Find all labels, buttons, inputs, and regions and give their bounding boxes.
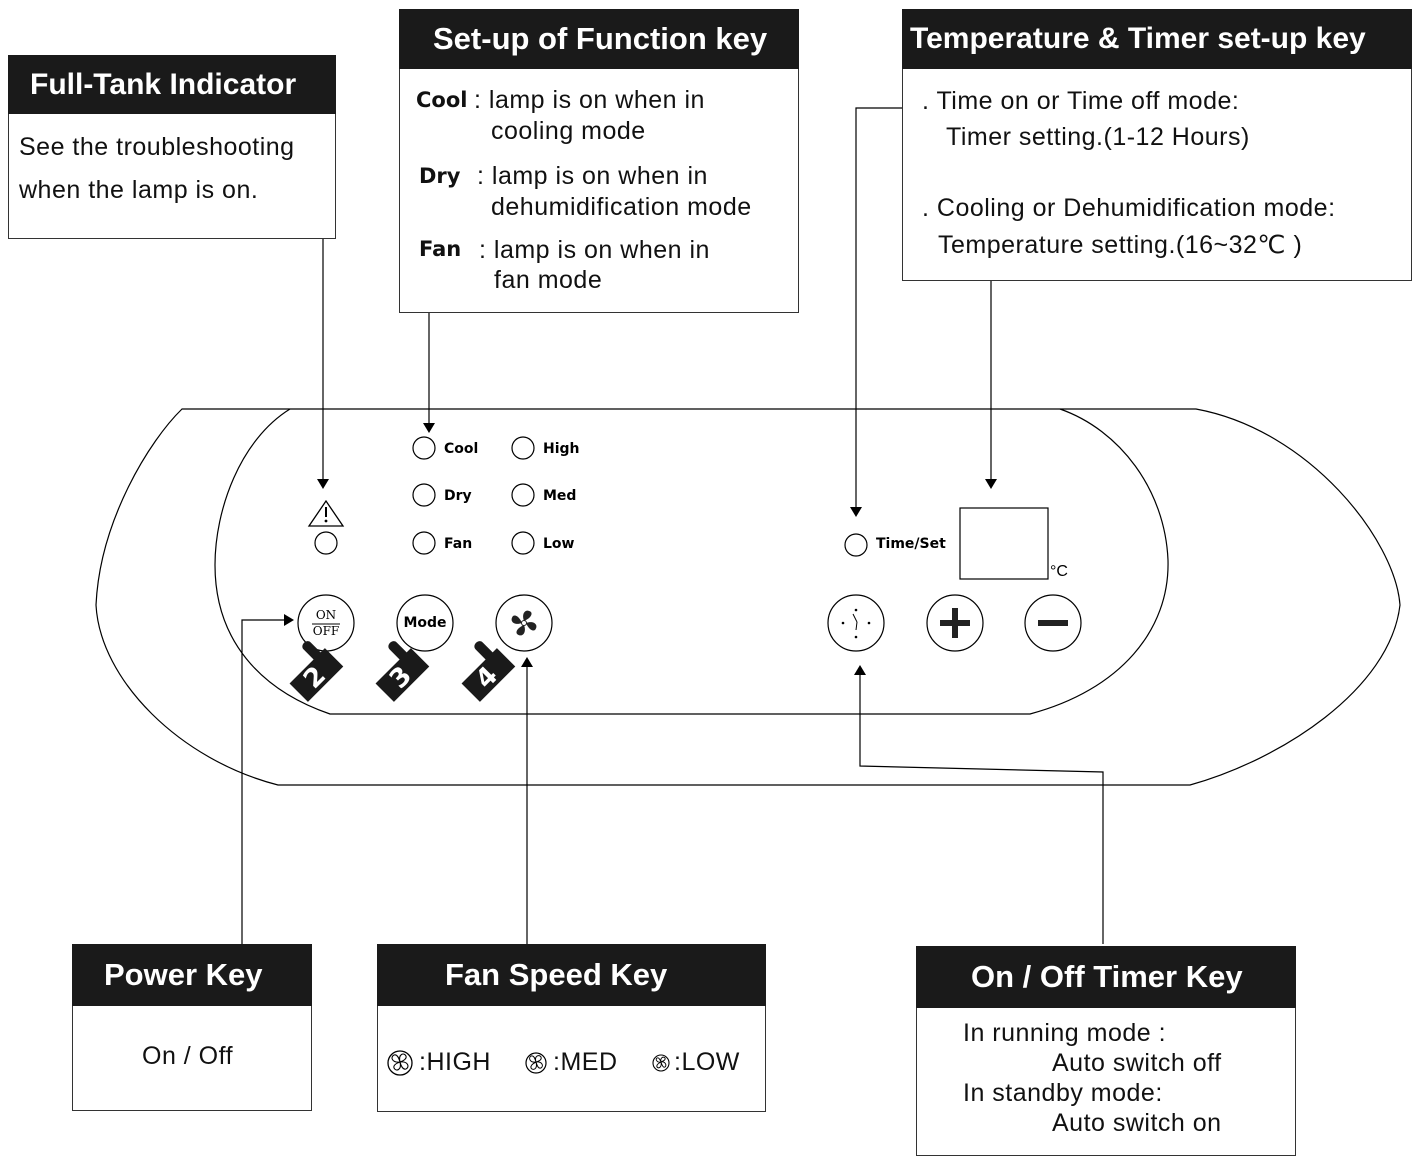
mode-button-label: Mode <box>403 615 446 631</box>
minus-icon <box>1038 620 1068 626</box>
cool-desc-line-1: : lamp is on when in <box>474 86 705 114</box>
temp-timer-line-3: . Cooling or Dehumidification mode: <box>922 194 1336 222</box>
fan-speed-title: Fan Speed Key <box>377 944 766 1006</box>
temperature-display <box>959 507 1049 580</box>
clock-icon <box>841 608 871 639</box>
fan-desc-line-2: fan mode <box>494 266 603 294</box>
dry-desc-line-2: dehumidification mode <box>491 193 752 221</box>
low-lamp <box>511 531 535 555</box>
high-lamp-label: High <box>543 441 580 457</box>
power-key-connector <box>241 614 294 944</box>
timer-key-connector <box>854 665 1104 944</box>
temp-timer-title: Temperature & Timer set-up key <box>902 9 1412 69</box>
full-tank-lamp <box>314 531 338 555</box>
warning-icon <box>307 499 345 527</box>
dry-lamp-label: Dry <box>444 488 472 504</box>
cool-lamp-label: Cool <box>444 441 478 457</box>
temp-timer-connector-a <box>850 107 902 517</box>
fan-med-icon <box>525 1052 547 1074</box>
timer-button-ring <box>827 594 885 652</box>
fan-icon <box>511 610 537 636</box>
temp-timer-line-2: Timer setting.(1-12 Hours) <box>946 123 1250 151</box>
plus-icon <box>940 608 970 638</box>
dry-desc-line-1: : lamp is on when in <box>477 162 708 190</box>
celsius-unit: °C <box>1050 563 1068 580</box>
dry-key-label: Dry <box>419 164 461 188</box>
timer-key-line-4: Auto switch on <box>1052 1109 1222 1137</box>
mode-button-ring <box>396 594 454 652</box>
function-key-title: Set-up of Function key <box>399 9 799 69</box>
full-tank-line-1: See the troubleshooting <box>19 133 295 161</box>
fan-lamp <box>412 531 436 555</box>
fan-desc-line-1: : lamp is on when in <box>479 236 710 264</box>
fan-med-label: :MED <box>553 1048 618 1076</box>
step-badge-4: 4 <box>461 641 516 702</box>
temp-timer-line-4: Temperature setting.(16~32℃ ) <box>938 231 1303 259</box>
on-label: ON <box>316 608 336 622</box>
fan-low-label: :LOW <box>674 1048 740 1076</box>
full-tank-title: Full-Tank Indicator <box>8 55 336 114</box>
power-key-title: Power Key <box>72 944 312 1006</box>
temp-timer-line-1: . Time on or Time off mode: <box>922 87 1240 115</box>
cool-lamp <box>412 436 436 460</box>
panel-inner-outline <box>214 408 1169 715</box>
cool-desc-line-2: cooling mode <box>491 117 646 145</box>
full-tank-line-2: when the lamp is on. <box>19 176 259 204</box>
fan-low-icon <box>652 1054 670 1072</box>
fan-high-icon <box>387 1050 413 1076</box>
fan-key-label: Fan <box>419 237 462 261</box>
off-label: OFF <box>313 624 340 638</box>
timer-key-line-1: In running mode : <box>963 1019 1167 1047</box>
med-lamp <box>511 483 535 507</box>
time-set-lamp <box>844 533 868 557</box>
power-key-text: On / Off <box>142 1042 234 1070</box>
timer-key-title: On / Off Timer Key <box>916 946 1296 1008</box>
med-lamp-label: Med <box>543 488 576 504</box>
high-lamp <box>511 436 535 460</box>
time-set-label: Time/Set <box>876 536 946 552</box>
timer-key-line-3: In standby mode: <box>963 1079 1163 1107</box>
dry-lamp <box>412 483 436 507</box>
fan-high-label: :HIGH <box>419 1048 491 1076</box>
panel-outer-outline <box>95 408 1401 786</box>
cool-key-label: Cool <box>416 88 468 112</box>
timer-key-line-2: Auto switch off <box>1052 1049 1222 1077</box>
fan-lamp-label: Fan <box>444 536 472 552</box>
low-lamp-label: Low <box>543 536 575 552</box>
